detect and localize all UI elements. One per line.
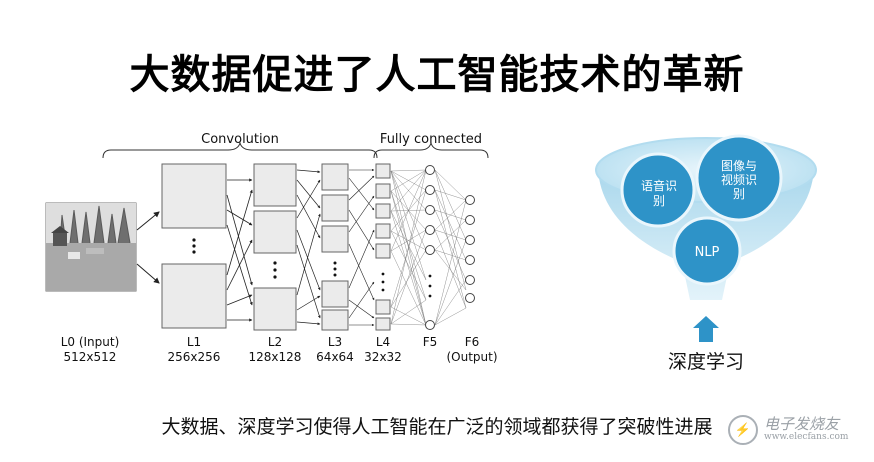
up-arrow-icon bbox=[693, 316, 719, 342]
layer-size-l4: 32x32 bbox=[364, 350, 402, 364]
slide-title: 大数据促进了人工智能技术的革新 bbox=[129, 52, 745, 98]
speech-recognition-label: 语音识别 bbox=[641, 178, 677, 208]
f5-to-f6-connections bbox=[434, 169, 467, 326]
layer-size-l1: 256x256 bbox=[168, 350, 221, 364]
l2-to-l3-connections bbox=[296, 169, 321, 326]
layer-l2-maps bbox=[253, 163, 297, 331]
layer-l1-maps bbox=[161, 163, 227, 329]
layer-f5-neurons bbox=[425, 165, 435, 330]
layer-l4-maps bbox=[375, 163, 391, 331]
layer-name-f5: F5 bbox=[423, 335, 438, 349]
l4-to-f5-connections bbox=[390, 169, 427, 326]
cnn-diagram: Convolution Fully connected bbox=[45, 132, 498, 364]
slide-caption: 大数据、深度学习使得人工智能在广泛的领域都获得了突破性进展 bbox=[161, 416, 713, 438]
l1-to-l2-connections bbox=[226, 178, 253, 322]
layer-size-l3: 64x64 bbox=[316, 350, 354, 364]
circle-speech-recognition bbox=[620, 152, 696, 228]
layer-name-f6: F6 bbox=[465, 335, 480, 349]
convolution-brace bbox=[102, 141, 378, 159]
layer-f6-neurons bbox=[465, 195, 475, 303]
layer-size-l2: 128x128 bbox=[249, 350, 302, 364]
layer-size-l0: 512x512 bbox=[64, 350, 117, 364]
layer-size-f6: (Output) bbox=[446, 350, 497, 364]
watermark: ⚡ 电子发烧友 www.elecfans.com bbox=[728, 412, 858, 448]
image-video-recognition-label: 图像与视频识别 bbox=[721, 159, 757, 201]
layer-name-l2: L2 bbox=[268, 335, 282, 349]
convolution-label: Convolution bbox=[201, 132, 279, 147]
circle-image-video-recognition bbox=[695, 134, 783, 222]
circle-nlp bbox=[672, 216, 742, 286]
nlp-label: NLP bbox=[695, 245, 720, 260]
layer-name-l3: L3 bbox=[328, 335, 342, 349]
layer-l3-maps bbox=[321, 163, 349, 331]
deep-learning-funnel: 语音识别 图像与视频识别 NLP 深度学习 bbox=[595, 134, 817, 373]
watermark-sub: www.elecfans.com bbox=[764, 432, 849, 443]
watermark-main: 电子发烧友 bbox=[764, 415, 840, 434]
fully-connected-brace bbox=[373, 141, 489, 159]
deep-learning-label: 深度学习 bbox=[668, 351, 744, 373]
layer-name-l4: L4 bbox=[376, 335, 390, 349]
layer-name-l1: L1 bbox=[187, 335, 201, 349]
input-image bbox=[45, 202, 137, 292]
layer-name-l0: L0 (Input) bbox=[61, 335, 120, 349]
l3-to-l4-connections bbox=[348, 168, 375, 327]
fully-connected-label: Fully connected bbox=[380, 132, 482, 147]
elecfans-logo-icon: ⚡ bbox=[728, 415, 758, 445]
